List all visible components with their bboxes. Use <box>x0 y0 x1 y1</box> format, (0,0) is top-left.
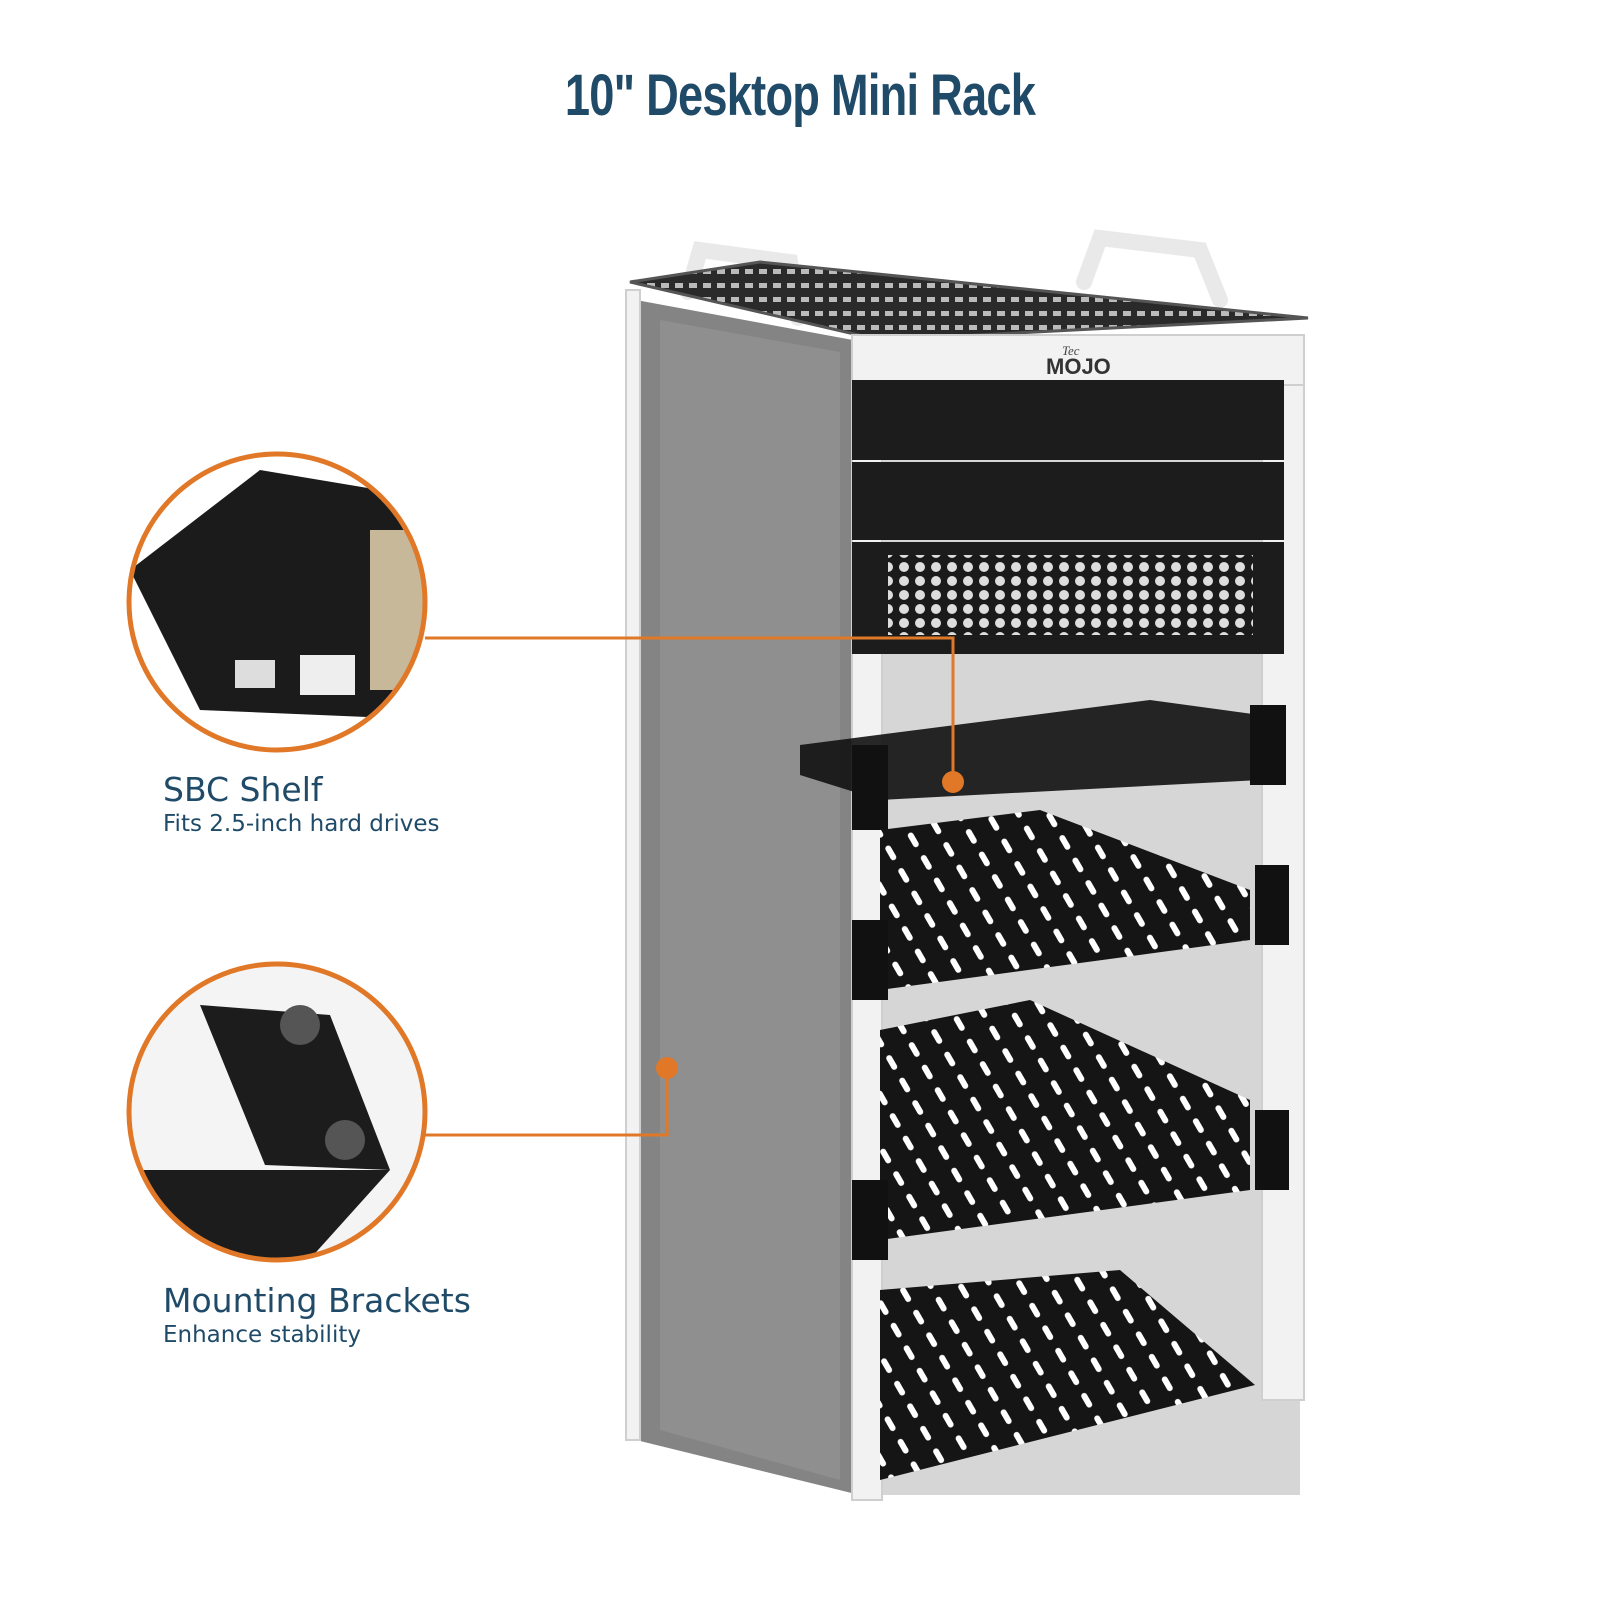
sbc-shelf <box>800 700 1286 830</box>
callout-heading: SBC Shelf <box>163 770 323 809</box>
brand-logo-prefix: Tec <box>1062 343 1080 358</box>
base-shelf <box>880 1270 1255 1480</box>
callout-subtext: Fits 2.5-inch hard drives <box>163 811 440 837</box>
blank-panels <box>852 380 1284 654</box>
vented-shelf-1 <box>880 810 1250 990</box>
callout-sbc-shelf <box>126 451 964 793</box>
page-title: 10" Desktop Mini Rack <box>564 63 1036 128</box>
brand-logo: MOJO <box>1046 354 1111 379</box>
callout-mounting-brackets <box>126 961 678 1263</box>
callout-label-mounting-brackets: Mounting Brackets Enhance stability <box>163 1281 471 1349</box>
vented-shelf-2 <box>880 1000 1250 1240</box>
top-vent-plate <box>629 260 1309 342</box>
callout-label-sbc-shelf: SBC Shelf Fits 2.5-inch hard drives <box>163 770 439 838</box>
callout-subtext: Enhance stability <box>163 1322 361 1348</box>
callout-heading: Mounting Brackets <box>163 1281 471 1320</box>
